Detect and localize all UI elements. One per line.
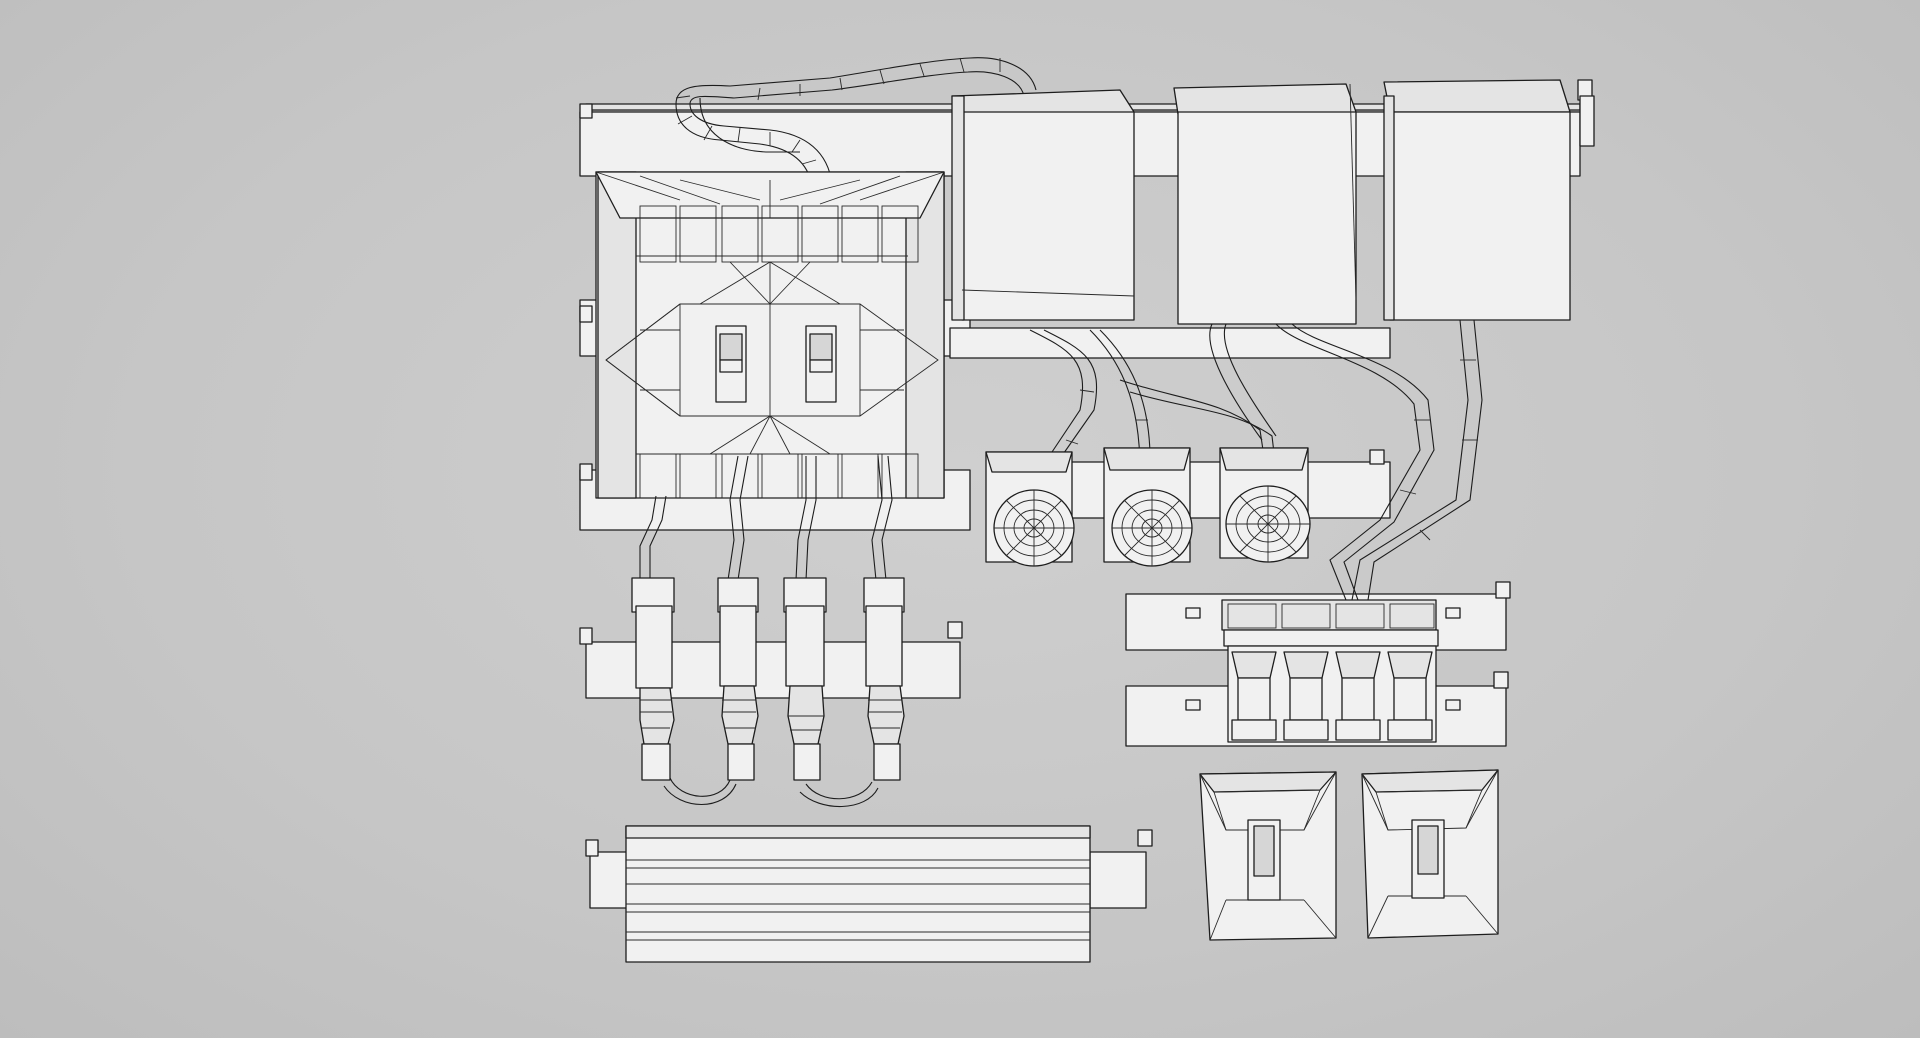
cover-plates <box>1199 769 1499 941</box>
fan-grille-2 <box>1103 447 1193 567</box>
cover-plate-1 <box>1199 771 1337 941</box>
terminal-module-2 <box>1283 651 1329 741</box>
box-cables <box>1029 319 1483 601</box>
fan-grille-3 <box>1219 447 1311 563</box>
junction-box-3 <box>1383 79 1571 321</box>
terminal-module-3 <box>1335 651 1381 741</box>
junction-box-2 <box>1173 83 1357 325</box>
cover-plate-2 <box>1361 769 1499 939</box>
breaker-panel <box>595 171 945 499</box>
fan-units <box>985 447 1311 567</box>
overhead-cable <box>675 57 1037 187</box>
panel-toggle-right <box>805 325 837 403</box>
terminal-block <box>1221 599 1439 743</box>
junction-box-1 <box>951 89 1135 321</box>
fan-grille-1 <box>985 451 1075 567</box>
terminal-module-1 <box>1231 651 1277 741</box>
lever-switch-2 <box>717 577 759 781</box>
bus-bar <box>625 825 1091 963</box>
switch-cables <box>639 455 893 808</box>
terminal-module-4 <box>1387 651 1433 741</box>
panel-toggle-left <box>715 325 747 403</box>
lever-switch-4 <box>863 577 905 781</box>
lever-switch-1 <box>631 577 675 781</box>
lever-switch-3 <box>783 577 827 781</box>
lever-switches <box>631 577 905 781</box>
junction-boxes <box>951 79 1571 325</box>
